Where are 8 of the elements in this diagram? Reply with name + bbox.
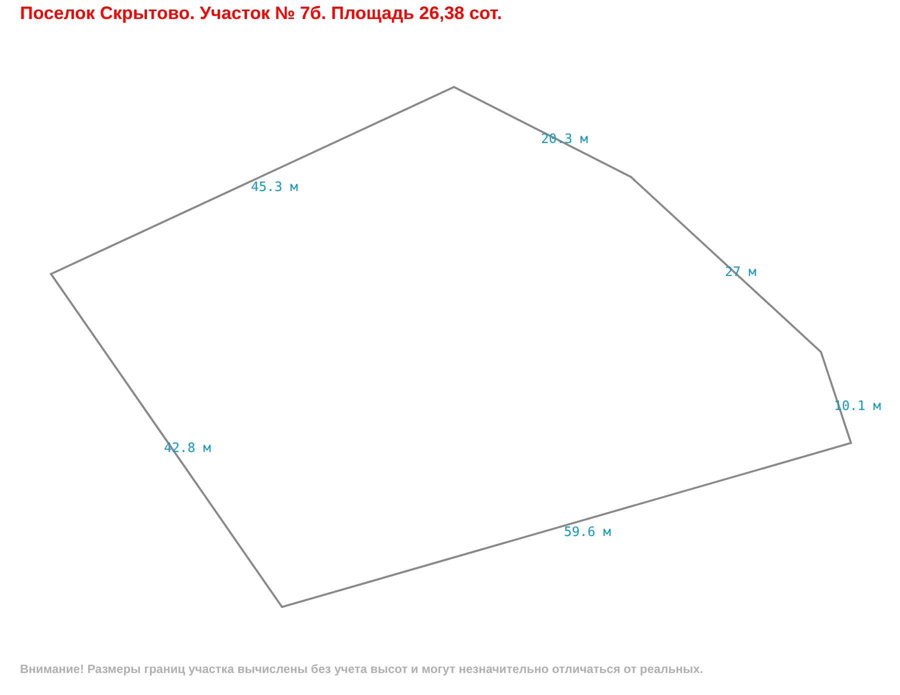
- dimension-label: 27 м: [725, 265, 756, 281]
- dimension-label: 20.3 м: [541, 132, 588, 148]
- dimension-label: 45.3 м: [251, 180, 298, 196]
- dimension-label: 10.1 м: [834, 399, 881, 415]
- dimension-label: 42.8 м: [164, 441, 211, 457]
- title: Поселок Скрытово. Участок № 7б. Площадь 26,38 сот.: [20, 3, 502, 24]
- warning-note: Внимание! Размеры границ участка вычислены без учета высот и могут незначительно отличаться от реальных.: [20, 662, 704, 676]
- dimension-label: 59.6 м: [564, 525, 611, 541]
